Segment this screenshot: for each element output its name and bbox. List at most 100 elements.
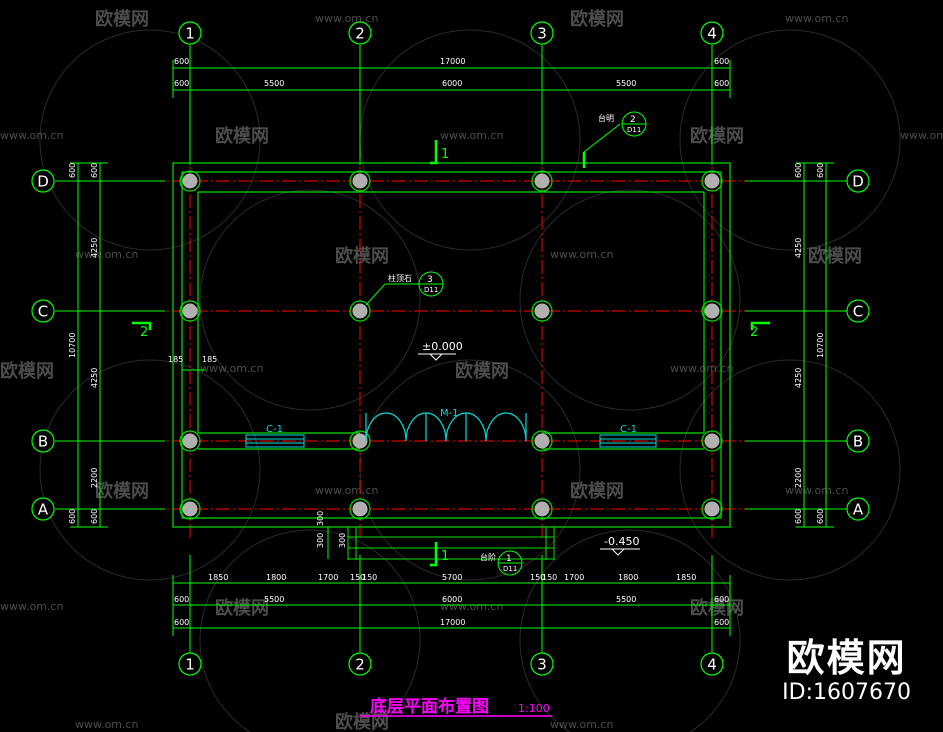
dim-right-total: 10700 [816,333,825,358]
grid-bubble-row: D [846,169,870,193]
dim-bottom-offset: 600 [714,595,729,604]
dim-top-bay: 6000 [442,79,462,88]
window-label: C-1 [620,424,637,435]
dim-right: 4250 [794,238,803,258]
grid-bubble-column: 1 [178,21,202,45]
dim-bottom-detail: 1850 [208,573,228,582]
section-label: 1 [441,147,449,162]
dim-wall: 185 [202,355,217,364]
callout-sheet: D11 [424,286,438,294]
grid-bubble-row: A [31,497,55,521]
axis-lines [150,150,760,540]
brand-id: ID:1607670 [782,680,911,705]
grid-bubble-row-label: C [853,303,863,321]
dim-right: 2200 [794,468,803,488]
callout-number: 3 [427,275,433,285]
column-base [531,300,553,322]
callout-sheet: D11 [627,126,641,134]
watermark-layer: 欧模网 欧模网 欧模网 欧模网 欧模网 欧模网 欧模网 欧模网 欧模网 欧模网 … [0,8,943,732]
grid-bubble-row-label: C [38,303,48,321]
callout-label: 台明 [598,113,614,123]
dim-bottom-offset: 600 [174,618,189,627]
column-base [701,170,723,192]
grid-bubble-column-label: 3 [537,656,547,674]
column-base [531,170,553,192]
level-marker [429,353,443,361]
grid-bubble-row-label: B [38,433,48,451]
dim-left: 600 [68,163,77,178]
watermark-url: www.om.cn [550,248,613,261]
dim-bottom-bay: 5500 [264,595,284,604]
dim-right: 600 [816,163,825,178]
grid-bubble-column-label: 4 [707,25,717,43]
grid-bubble-column: 1 [178,652,202,676]
watermark-url: www.om.cn [315,484,378,497]
dim-left: 600 [90,163,99,178]
dim-bottom-bay: 6000 [442,595,462,604]
watermark-brand: 欧模网 [215,597,269,619]
callout-label: 柱顶石 [388,273,412,283]
watermark-url: www.om.cn [0,600,63,613]
section-label: 2 [750,325,758,340]
grid-bubble-row: C [846,299,870,323]
column-base [531,498,553,520]
dim-top-offset: 600 [174,79,189,88]
left-vertical-dims: 600 600 4250 4250 2200 600 600 10700 [68,163,99,524]
dim-wall: 185 [168,355,183,364]
dim-top-bay: 5500 [264,79,284,88]
grid-bubble-row: B [846,429,870,453]
outdoor-level: -0.450 [604,535,639,548]
watermark-brand: 欧模网 [0,360,54,382]
callout-bubbles [365,111,647,576]
grid-bubble-column: 2 [348,652,372,676]
grid-bubble-column: 4 [700,652,724,676]
watermark-brand: 欧模网 [335,245,389,267]
dim-top-offset: 600 [174,57,189,66]
watermark-url: www.om.cn [200,362,263,375]
right-vertical-dims: 600 600 4250 4250 2200 600 600 10700 [794,163,825,524]
grid-bubble-column-label: 2 [355,656,365,674]
drawing-scale: 1:100 [518,702,550,715]
grid-bubble-column-label: 2 [355,25,365,43]
dim-bottom-detail: 1800 [266,573,286,582]
dim-bottom-detail: 1800 [618,573,638,582]
window-label: C-1 [266,424,283,435]
column-base [349,170,371,192]
grid-bubble-row: A [846,497,870,521]
grid-bubble-row-label: A [853,501,864,519]
watermark-url: www.om.cn [900,129,943,142]
column-base [701,430,723,452]
grid-bubble-row-label: B [853,433,863,451]
dim-top-offset: 600 [714,79,729,88]
dim-bottom-detail: 150 [530,573,545,582]
dim-bottom-detail: 5700 [442,573,462,582]
dim-right: 600 [816,509,825,524]
column-base [179,170,201,192]
dim-bottom-detail: 150 [350,573,365,582]
dim-bottom-total: 17000 [440,618,465,627]
section-label: 1 [441,549,449,564]
watermark-url: www.om.cn [440,129,503,142]
grid-bubble-row: C [31,299,55,323]
watermark-brand: 欧模网 [808,245,862,267]
grid-bubble-column-label: 4 [707,656,717,674]
dim-bottom-detail: 1700 [564,573,584,582]
column-base [531,430,553,452]
grid-bubble-column: 3 [530,21,554,45]
watermark-url: www.om.cn [75,248,138,261]
dim-bottom-detail: 150 [362,573,377,582]
column-base [179,430,201,452]
watermark-brand: 欧模网 [215,125,269,147]
level-marker [611,548,625,556]
dim-step: 300 [316,511,325,526]
dim-bottom-offset: 600 [174,595,189,604]
dim-top-total: 17000 [440,57,465,66]
column-base [349,498,371,520]
grid-bubble-column: 3 [530,652,554,676]
door-leaves [365,412,527,442]
dim-bottom-offset: 600 [714,618,729,627]
drawing-title: 底层平面布置图 [370,696,489,717]
grid-bubble-column: 4 [700,21,724,45]
dim-step: 300 [338,533,347,548]
